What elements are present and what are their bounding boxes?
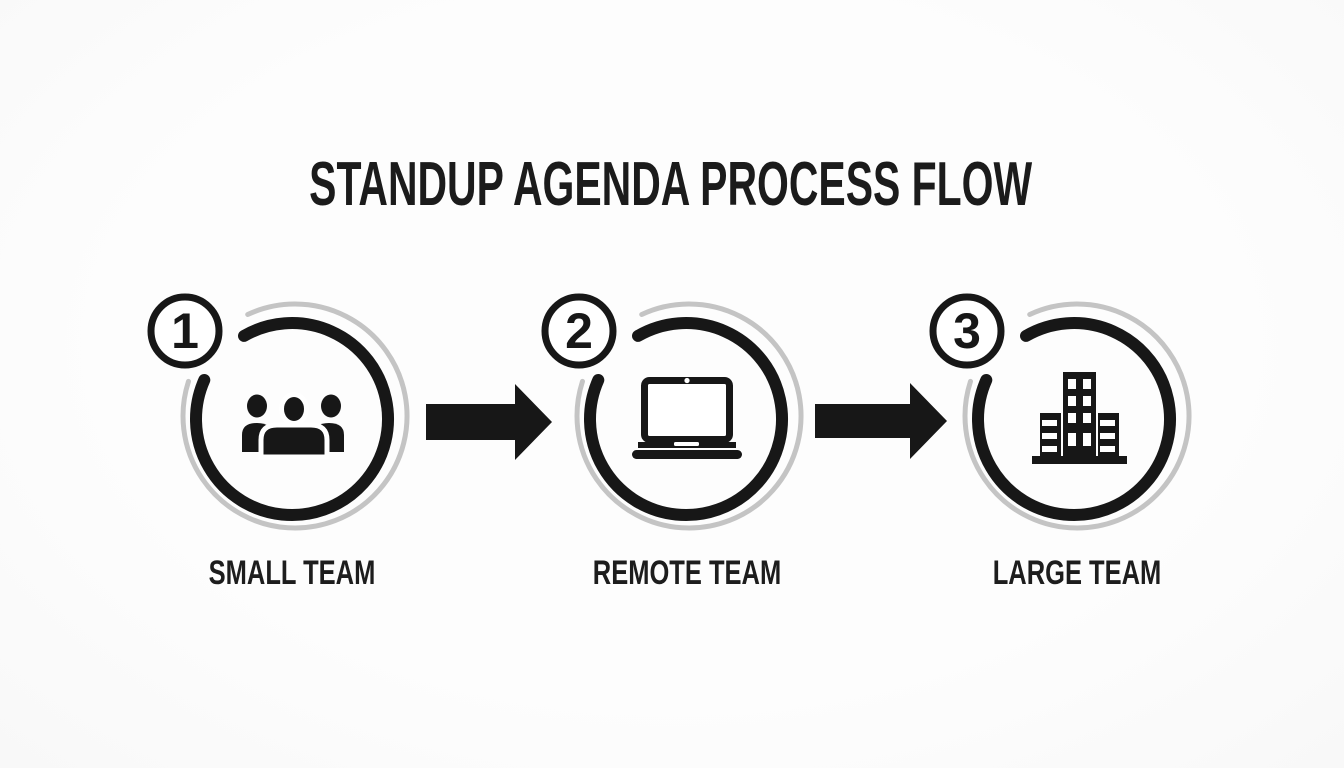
page-title: STANDUP AGENDA PROCESS FLOW <box>309 149 1033 219</box>
laptop-icon <box>632 377 742 459</box>
team-people-icon <box>242 392 344 460</box>
right-arrow-icon <box>426 384 552 460</box>
ring-shadow-arc <box>962 301 1192 531</box>
step-ring <box>972 317 1176 521</box>
step-number: 3 <box>953 303 981 359</box>
office-building-icon <box>1032 372 1127 464</box>
step-circle-remote-team: 2 <box>541 293 804 531</box>
step-circle-small-team: 1 <box>147 293 410 531</box>
step-ring <box>584 317 788 521</box>
step-ring <box>190 317 394 521</box>
ring-shadow-arc <box>180 301 410 531</box>
ring-shadow-arc <box>574 301 804 531</box>
step-number-badge <box>929 293 1005 369</box>
step-label-remote-team: REMOTE TEAM <box>592 554 782 592</box>
step-label-small-team: SMALL TEAM <box>208 554 376 592</box>
step-number-badge <box>147 293 223 369</box>
step-number: 1 <box>171 303 199 359</box>
step-number: 2 <box>565 303 593 359</box>
right-arrow-icon <box>815 383 947 459</box>
step-label-large-team: LARGE TEAM <box>992 554 1162 592</box>
step-circle-large-team: 3 <box>929 293 1192 531</box>
step-number-badge <box>541 293 617 369</box>
